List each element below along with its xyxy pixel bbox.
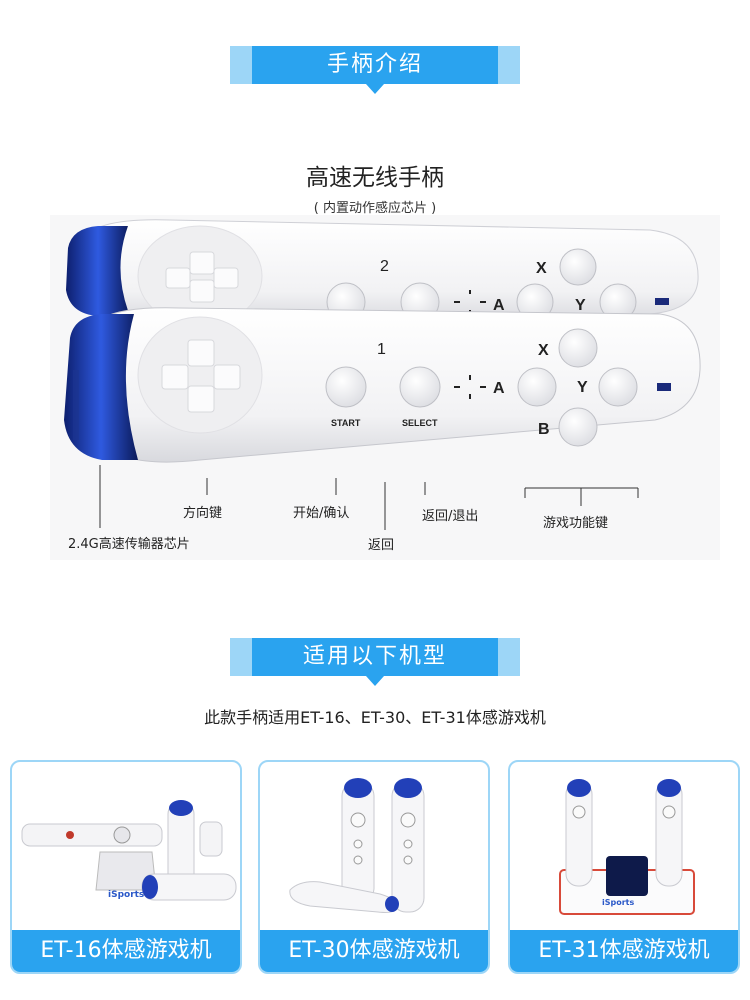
section-banner-text: 适用以下机型 [302,644,447,669]
select-text: SELECT [402,418,438,428]
label-start: 开始/确认 [293,506,350,521]
label-chip: 2.4G高速传输器芯片 [68,537,190,552]
start-text: START [331,418,361,428]
compatible-description: 此款手柄适用ET-16、ET-30、ET-31体感游戏机 [204,708,546,727]
label-game-keys: 游戏功能键 [543,516,609,531]
label-dpad: 方向键 [183,506,223,521]
label-back: 返回 [368,538,395,553]
product-image-et16 [21,800,237,901]
card-caption-et30: ET-30体感游戏机 [260,930,488,972]
controller-illustration: 2 A X Y 1 START SELECT A [50,215,720,560]
controller-1-y-label: Y [577,379,588,396]
controller-2-a-label: A [493,297,505,314]
controller-title: 高速无线手柄 [306,165,444,191]
card-caption-et31: ET-31体感游戏机 [510,930,738,972]
controller-2: 2 A X Y [66,219,699,327]
section-banner-text: 手柄介绍 [326,52,423,77]
product-image-et30 [289,778,425,913]
product-card-et31[interactable]: iSports ET-31体感游戏机 [508,760,740,974]
controller-2-y-label: Y [575,297,586,314]
section-banner-intro: 手柄介绍 [230,46,520,94]
card-caption-et16: ET-16体感游戏机 [12,930,240,972]
controller-1-number: 1 [377,341,386,358]
controller-2-x-label: X [536,260,547,277]
controller-1: 1 START SELECT A X Y B [64,307,701,463]
label-select: 返回/退出 [422,509,479,524]
product-image-et31 [559,779,695,915]
product-card-et30[interactable]: ET-30体感游戏机 [258,760,490,974]
controller-1-b-label: B [538,421,550,438]
product-card-et16[interactable]: iSports ET-16体感游戏机 [10,760,242,974]
controller-subtitle: ( 内置动作感应芯片 ) [313,201,437,216]
section-banner-compatible: 适用以下机型 [230,638,520,686]
card-brand-et31: iSports [602,898,635,907]
card-brand-et16: iSports [108,890,145,900]
controller-2-number: 2 [380,258,389,275]
controller-1-a-label: A [493,380,505,397]
controller-1-x-label: X [538,342,549,359]
